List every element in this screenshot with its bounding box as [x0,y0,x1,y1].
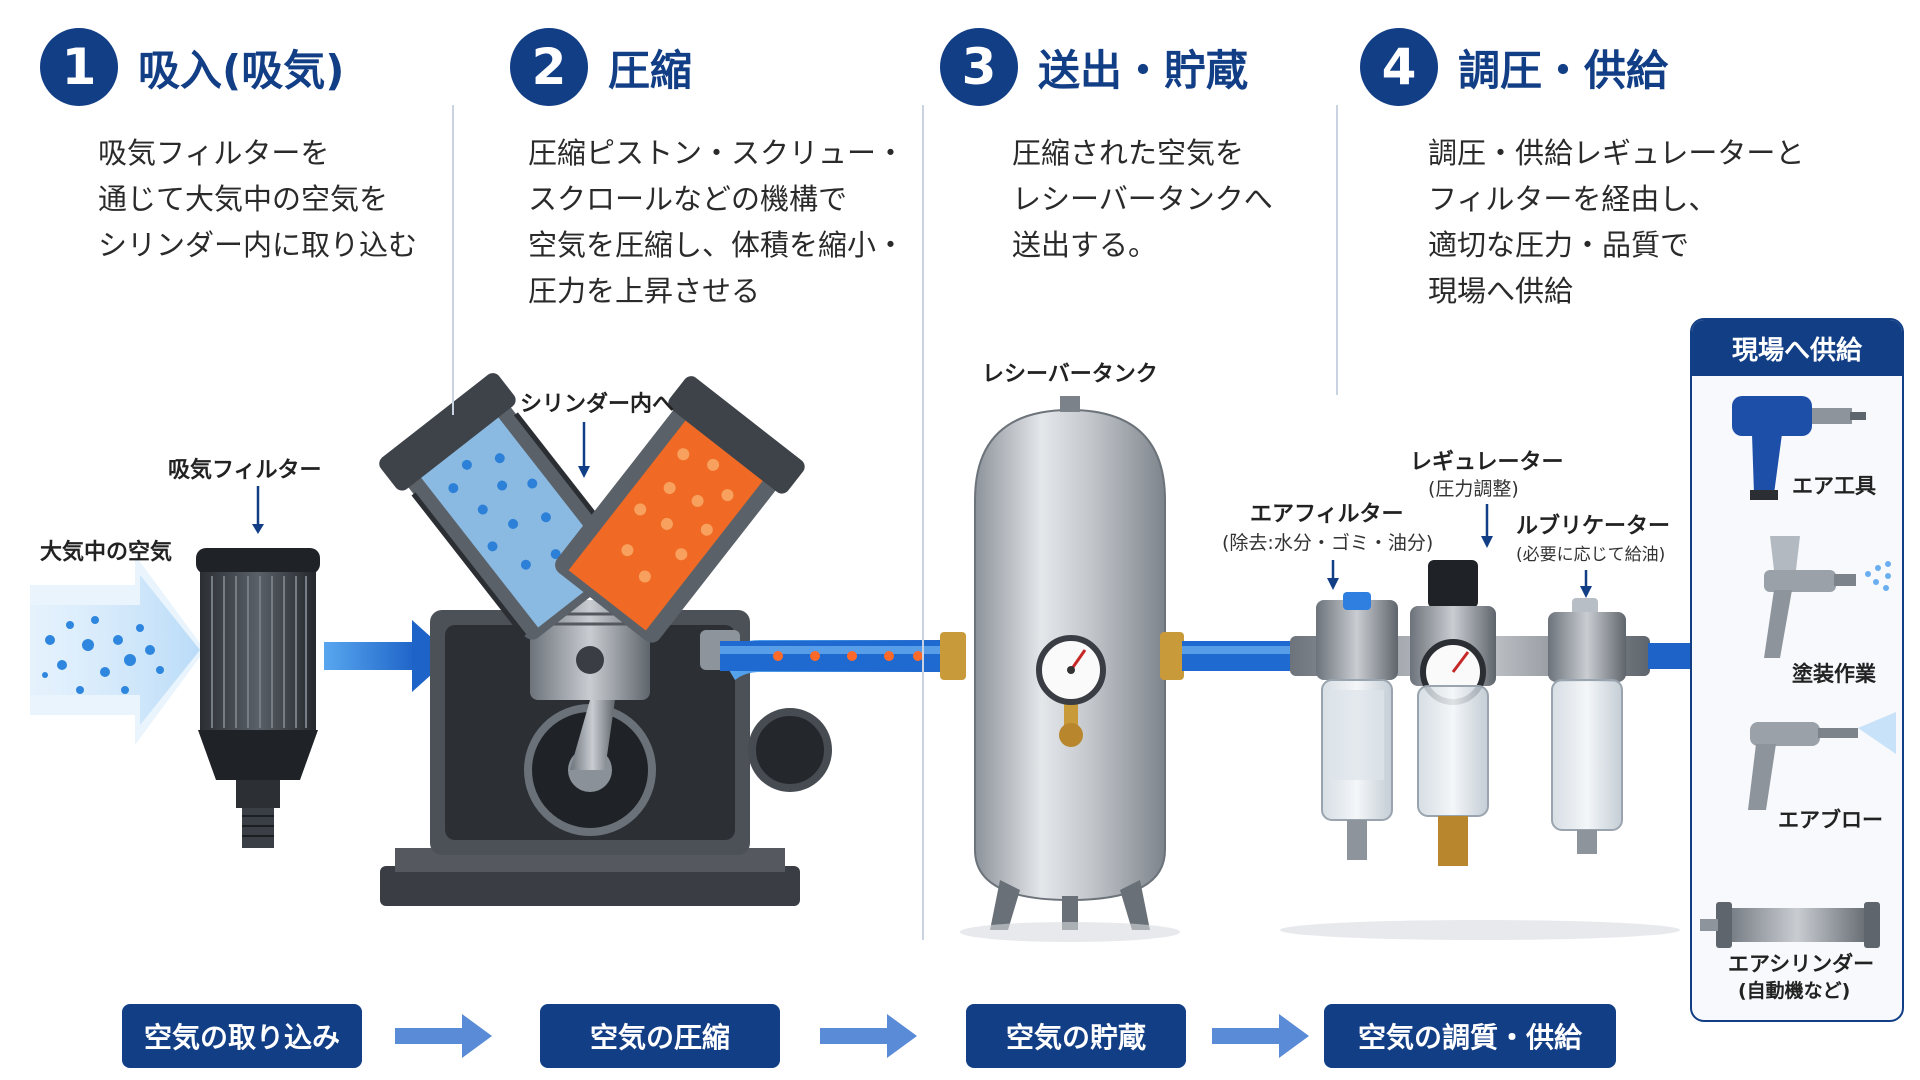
step-description-line: 吸気フィルターを [98,136,330,170]
atmosphere-label: 大気中の空気 [40,540,173,565]
receiver-tank-label: レシーバータンク [982,362,1158,387]
supply-tool-label: エア工具 [1792,474,1876,498]
impact-wrench-icon [1732,396,1866,500]
lubricator-sub-label: (必要に応じて給油) [1516,545,1666,565]
step-description-line: レシーバータンクへ [1012,182,1273,216]
step-number-badge: 4 [1360,28,1438,106]
step-number-badge: 2 [510,28,588,106]
step-description-line: 送出する。 [1012,228,1158,262]
pipe-compressor-to-tank [720,632,966,680]
step-title: 吸入(吸気) [138,45,345,95]
supply-tool-sub-label: (自動機など) [1738,980,1851,1002]
intake-filter-illustration [196,548,320,848]
step-divider [922,105,924,940]
step-4: 4 調圧・供給 調圧・供給レギュレーターと フィルターを経由し、 適切な圧力・品… [1360,28,1804,314]
lubricator-label: ルブリケーター [1516,514,1671,539]
flow-step-intake: 空気の取り込み [122,1004,362,1068]
step-divider [452,105,454,415]
pipe-tank-to-frl [1182,641,1292,671]
flow-step-store: 空気の貯蔵 [966,1004,1186,1068]
into-cylinder-label: シリンダー内へ [520,392,675,417]
supply-tool-label: エアシリンダー [1728,952,1875,976]
supply-tool-icons [1700,396,1896,948]
regulator-sub-label: (圧力調整) [1428,478,1519,500]
step-description-line: 圧縮ピストン・スクリュー・ [528,136,906,170]
receiver-tank-illustration [960,396,1184,942]
supply-tool-label: 塗装作業 [1792,662,1876,686]
step-title: 圧縮 [608,45,693,95]
step-description-line: 通じて大気中の空気を [98,182,389,216]
intake-filter-label: 吸気フィルター [168,458,322,483]
step-title: 送出・貯蔵 [1038,45,1249,95]
supply-tool-label: エアブロー [1778,808,1883,832]
step-description-line: 適切な圧力・品質で [1428,228,1690,262]
air-filter-label: エアフィルター [1250,502,1404,527]
step-number-badge: 1 [40,28,118,106]
step-description-line: 現場へ供給 [1428,274,1574,308]
atmosphere-air-arrow [30,555,205,745]
step-3: 3 送出・貯蔵 圧縮された空気を レシーバータンクへ 送出する。 [940,28,1273,268]
step-description-line: 圧縮された空気を [1012,136,1245,170]
air-filter-sub-label: (除去:水分・ゴミ・油分) [1222,532,1434,554]
label-pointers [252,422,1592,598]
step-description-line: スクロールなどの機構で [528,182,848,216]
flow-step-compress: 空気の圧縮 [540,1004,780,1068]
step-description: 圧縮ピストン・スクリュー・ スクロールなどの機構で 空気を圧縮し、体積を縮小・ … [528,130,905,314]
compressor-illustration [379,373,832,906]
step-description: 調圧・供給レギュレーターと フィルターを経由し、 適切な圧力・品質で 現場へ供給 [1428,130,1804,314]
step-title: 調圧・供給 [1458,45,1669,95]
air-cylinder-icon [1700,902,1880,948]
bottom-flow-arrows [395,1014,1309,1058]
step-description: 圧縮された空気を レシーバータンクへ 送出する。 [1012,130,1273,268]
step-description-line: 圧力を上昇させる [528,274,761,308]
step-description-line: シリンダー内に取り込む [98,228,418,262]
step-number-badge: 3 [940,28,1018,106]
flow-step-condition-supply: 空気の調質・供給 [1324,1004,1616,1068]
regulator-label: レギュレーター [1410,450,1564,475]
step-divider [1336,105,1338,395]
step-description-line: 空気を圧縮し、体積を縮小・ [528,228,906,262]
air-blow-gun-icon [1748,712,1896,810]
spray-gun-icon [1764,536,1891,658]
step-2: 2 圧縮 圧縮ピストン・スクリュー・ スクロールなどの機構で 空気を圧縮し、体積… [510,28,905,314]
frl-unit-illustration [1280,560,1680,940]
step-description: 吸気フィルターを 通じて大気中の空気を シリンダー内に取り込む [98,130,417,268]
supply-panel: 現場へ供給 エア工具 塗装作業 エ [1690,318,1904,1022]
step-1: 1 吸入(吸気) 吸気フィルターを 通じて大気中の空気を シリンダー内に取り込む [40,28,417,268]
supply-panel-title: 現場へ供給 [1692,320,1902,376]
step-description-line: フィルターを経由し、 [1428,182,1718,216]
step-description-line: 調圧・供給レギュレーターと [1428,136,1805,170]
